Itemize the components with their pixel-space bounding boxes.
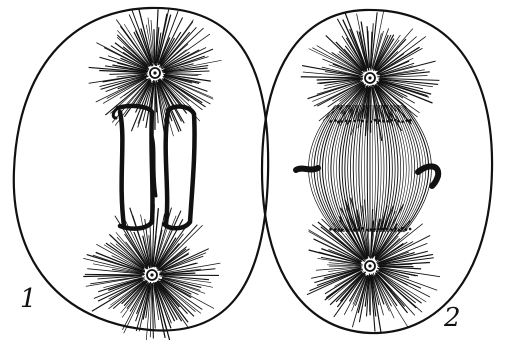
plate-granule [361, 120, 364, 123]
aster-ray [139, 285, 149, 331]
spindle-fibre [322, 105, 343, 232]
centriole [368, 264, 371, 267]
spindle-fibre [375, 105, 379, 232]
spindle-fibre [373, 105, 375, 232]
plate-granule [390, 119, 393, 122]
aster-ray [380, 61, 436, 75]
plate-granule [409, 119, 412, 122]
chromosome-left [118, 106, 153, 229]
panel-label-1: 1 [20, 286, 37, 312]
plate-granule [385, 228, 388, 231]
plate-granule [405, 228, 408, 231]
aster-top [89, 9, 222, 139]
plate-granule [345, 228, 348, 231]
spindle-fibre [367, 105, 368, 232]
plate-granule [369, 228, 372, 231]
plate-granule [401, 120, 404, 123]
centriole [153, 71, 156, 74]
plate-granule [401, 227, 404, 230]
plate-granule [345, 120, 348, 123]
plate-granule [329, 120, 332, 123]
aster-ray [301, 77, 362, 78]
spindle-fibre [336, 105, 351, 232]
panel-label-2: 2 [444, 305, 461, 331]
plate-granule [382, 120, 385, 123]
plate-granule [341, 228, 344, 231]
centriole [150, 273, 153, 276]
plate-granule [334, 119, 337, 122]
aster-ray [85, 274, 144, 275]
aster-ray [154, 29, 155, 64]
centriole [368, 76, 371, 79]
cell-1 [14, 8, 268, 340]
plate-granule [357, 228, 360, 231]
plate-granule [362, 227, 365, 230]
plate-granule [377, 228, 380, 231]
plate-granule [338, 228, 341, 231]
plate-granule [394, 119, 397, 122]
spindle [309, 105, 432, 232]
plate-granule [366, 229, 369, 232]
plate-granule [374, 119, 377, 122]
chromosome-left-arm [296, 168, 318, 170]
spindle-fibre [389, 105, 404, 232]
plate-granule [354, 120, 357, 123]
spindle-fibre [362, 105, 366, 232]
plate-granule [409, 228, 412, 231]
plate-granule [353, 228, 356, 231]
spindle-fibre [381, 105, 390, 232]
plate-granule [329, 228, 332, 231]
plate-granule [373, 228, 376, 231]
chromosome-pair [113, 106, 194, 229]
plate-granule [334, 228, 337, 231]
plate-granule [398, 229, 401, 232]
plate-granule [341, 120, 344, 123]
plate-granule [370, 120, 373, 123]
plate-granule [381, 228, 384, 231]
plate-granule [349, 120, 352, 123]
plate-granule [394, 227, 397, 230]
plate-granule [349, 228, 352, 231]
plate-granule [358, 119, 361, 122]
chromosome-right [164, 107, 195, 229]
plate-granule [386, 120, 389, 123]
plate-granule [337, 121, 340, 124]
plate-granule [397, 120, 400, 123]
plate-granule [406, 119, 409, 122]
plate-granule [378, 119, 381, 122]
plate-granule [365, 120, 368, 123]
plate-granule [390, 228, 393, 231]
cell-2 [262, 10, 492, 333]
